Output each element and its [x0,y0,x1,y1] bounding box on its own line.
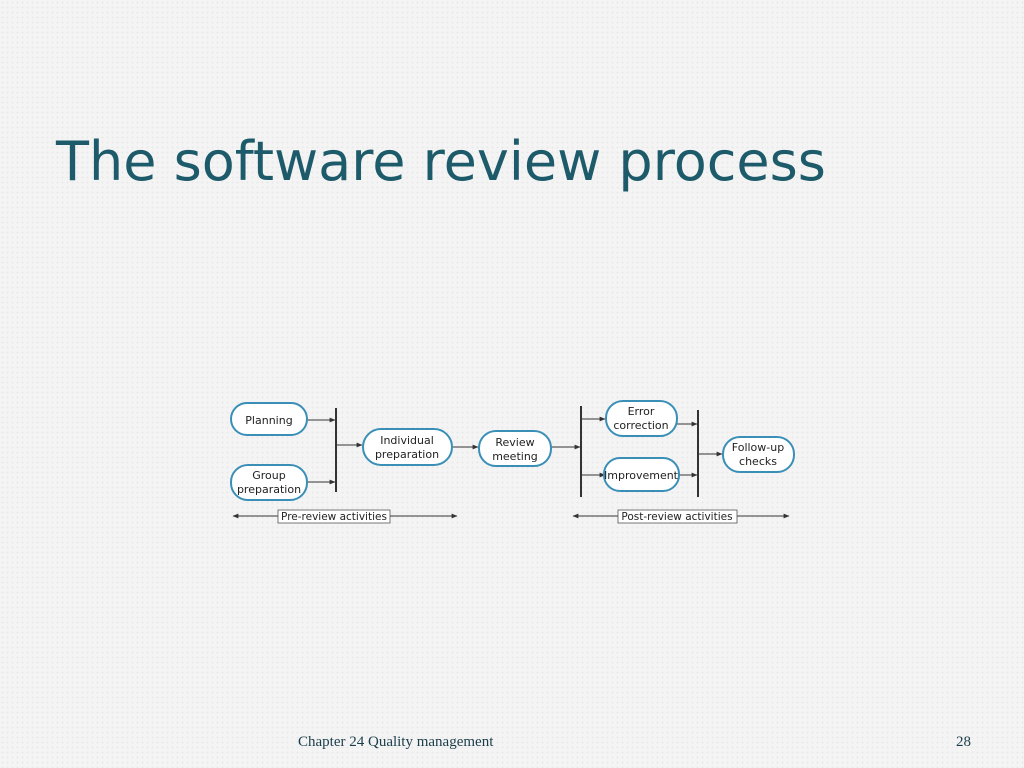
node-group-preparation-line1: Group [252,469,286,482]
node-individual-preparation: Individual preparation [362,428,453,466]
node-error-correction: Error correction [605,400,678,437]
node-planning: Planning [230,402,308,436]
node-individual-preparation-line2: preparation [375,448,439,461]
node-improvement-label: Improvement [604,469,679,482]
node-individual-preparation-line1: Individual [380,434,434,447]
node-follow-up-checks-line1: Follow-up [732,441,784,454]
node-improvement: Improvement [603,457,680,492]
node-error-correction-line2: correction [613,419,668,432]
node-planning-label: Planning [245,414,292,427]
range-pre-review: Pre-review activities [232,509,458,524]
node-review-meeting: Review meeting [478,430,552,467]
range-post-review: Post-review activities [572,509,790,524]
range-post-review-label: Post-review activities [621,511,732,523]
page-number: 28 [956,734,971,750]
review-process-diagram: Planning Group preparation Individual pr… [230,400,795,524]
range-pre-review-label: Pre-review activities [281,511,387,523]
node-group-preparation: Group preparation [230,464,308,501]
node-group-preparation-line2: preparation [237,483,301,496]
node-follow-up-checks: Follow-up checks [722,436,795,473]
node-error-correction-line1: Error [628,405,655,418]
node-follow-up-checks-line2: checks [739,455,777,468]
footer-chapter-text: Chapter 24 Quality management [298,734,494,750]
node-review-meeting-line2: meeting [492,450,538,463]
slide-title: The software review process [56,130,826,193]
node-review-meeting-line1: Review [495,436,534,449]
